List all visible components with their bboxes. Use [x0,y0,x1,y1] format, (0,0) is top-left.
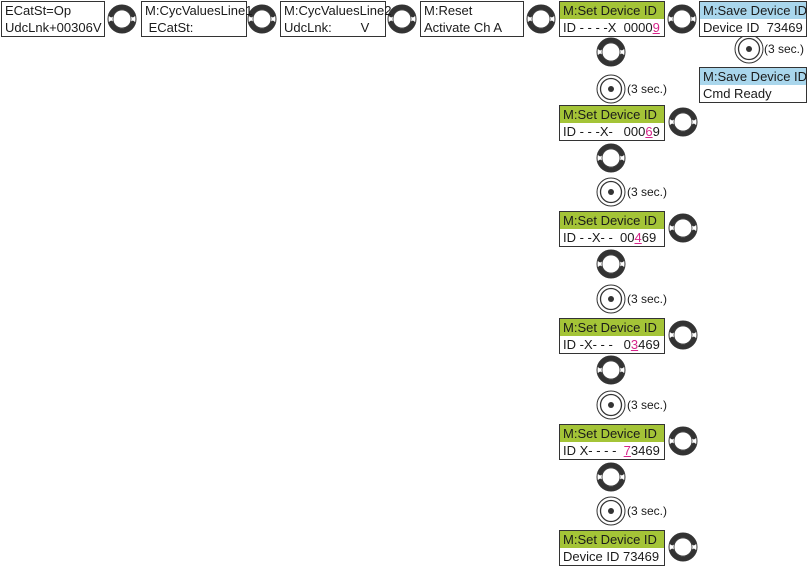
press-duration-label: (3 sec.) [627,82,668,96]
display-header: M:Save Device ID [700,2,807,19]
display-reset: M:Reset Activate Ch A [420,1,524,37]
display-header: M:Set Device ID [560,319,664,336]
display-line-2: UdcLnk: V [284,20,370,35]
id-text-before: ID - - -X- 000 [563,124,646,139]
rotary-knob-turn-icon [668,320,698,350]
display-set-device-id-step-4: M:Set Device ID ID X- - - - 73469 [559,424,665,460]
id-text-before: ID X- - - - [563,443,624,458]
id-text-after: 69 [641,230,657,245]
id-text-before: Device ID 73469 [563,549,660,564]
display-line-2: ID X- - - - 73469 [560,442,664,459]
display-save-device-id: M:Save Device ID Device ID 73469 [699,1,807,37]
display-header: M:Save Device ID [700,68,807,85]
press-duration-label: (3 sec.) [627,292,668,306]
rotary-knob-turn-icon [668,213,698,243]
display-line-2: ID - - - -X 00009 [560,19,664,36]
rotary-knob-press-icon [596,284,626,314]
press-duration-label: (3 sec.) [764,42,805,56]
display-save-cmd-ready: M:Save Device ID Cmd Ready [699,67,807,103]
display-cycvalues-line1: M:CycValuesLine1 ECatSt: [141,1,253,37]
display-line-2: Cmd Ready [703,86,772,101]
rotary-knob-press-icon [734,34,764,64]
display-set-device-id-step-1: M:Set Device ID ID - - -X- 00069 [559,105,665,141]
rotary-knob-turn-icon [668,107,698,137]
rotary-knob-turn-icon [596,462,626,492]
id-text-before: ID - -X- - 00 [563,230,635,245]
display-line-2: Device ID 73469 [703,20,803,35]
press-duration-label: (3 sec.) [627,185,668,199]
id-text-after: 9 [652,124,660,139]
display-header: M:Set Device ID [560,2,664,19]
display-header: M:Set Device ID [560,425,664,442]
display-set-device-id-step-2: M:Set Device ID ID - -X- - 00469 [559,211,665,247]
display-line-1: M:CycValuesLine2 [284,3,392,18]
id-text-after: 3469 [630,443,660,458]
display-line-1: ECatSt=Op [5,3,72,18]
display-line-2: ECatSt: [145,20,194,35]
press-duration-label: (3 sec.) [627,398,668,412]
display-line-2: ID -X- - - 03469 [560,336,664,353]
display-header: M:Set Device ID [560,212,664,229]
rotary-knob-press-icon [596,496,626,526]
display-line-2: ID - -X- - 00469 [560,229,664,246]
display-line-2: ID - - -X- 00069 [560,123,664,140]
rotary-knob-turn-icon [247,4,277,34]
rotary-knob-turn-icon [596,249,626,279]
highlighted-digit: 3 [630,337,639,352]
display-cycvalues-line2: M:CycValuesLine2 UdcLnk: V [280,1,392,37]
highlighted-digit: 7 [623,443,631,458]
display-header: M:Set Device ID [560,531,664,548]
id-text-before: ID -X- - - 0 [563,337,631,352]
rotary-knob-turn-icon [107,4,137,34]
display-line-1: M:CycValuesLine1 [145,3,253,18]
rotary-knob-turn-icon [596,355,626,385]
display-line-2: Device ID 73469 [560,548,664,565]
id-text-before: ID - - - -X 0000 [563,20,653,35]
highlighted-digit: 6 [645,124,653,139]
id-text-after: 469 [638,337,660,352]
rotary-knob-turn-icon [387,4,417,34]
highlighted-digit: 9 [652,20,660,35]
display-line-1: M:Reset [424,3,473,18]
press-duration-label: (3 sec.) [627,504,668,518]
rotary-knob-press-icon [596,390,626,420]
display-set-device-id-step-3: M:Set Device ID ID -X- - - 03469 [559,318,665,354]
rotary-knob-turn-icon [596,143,626,173]
rotary-knob-press-icon [596,177,626,207]
display-line-2: UdcLnk+00306V [5,20,102,35]
display-set-device-id-final: M:Set Device ID Device ID 73469 [559,530,665,566]
rotary-knob-turn-icon [596,37,626,67]
rotary-knob-turn-icon [668,532,698,562]
rotary-knob-turn-icon [667,4,697,34]
display-header: M:Set Device ID [560,106,664,123]
display-set-device-id-start: M:Set Device ID ID - - - -X 00009 [559,1,665,37]
rotary-knob-press-icon [596,74,626,104]
rotary-knob-turn-icon [526,4,556,34]
display-line-2: Activate Ch A [424,20,503,35]
display-status: ECatSt=Op UdcLnk+00306V [1,1,105,37]
highlighted-digit: 4 [634,230,642,245]
rotary-knob-turn-icon [668,426,698,456]
